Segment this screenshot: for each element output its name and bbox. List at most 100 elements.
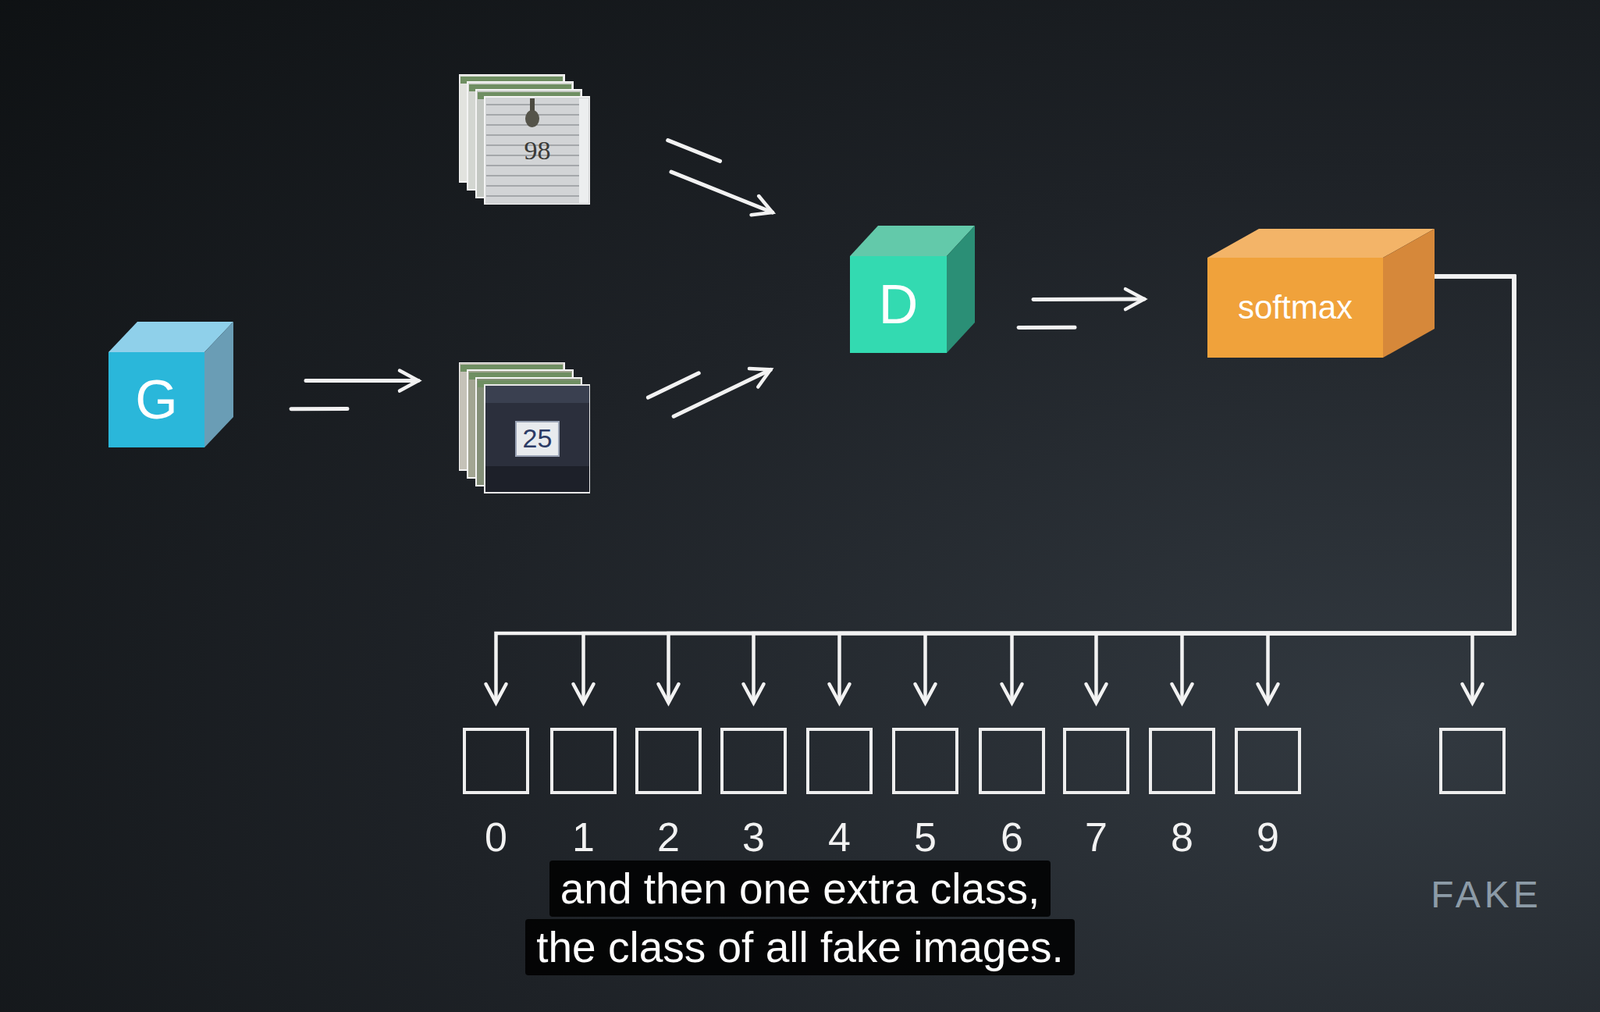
flow-arrow <box>668 140 773 216</box>
arrow-line <box>671 171 773 213</box>
arrow-head <box>1462 683 1483 703</box>
class-box-square <box>892 727 959 794</box>
class-number: 7 <box>1084 814 1108 860</box>
photo-label-area: 25 <box>484 384 591 493</box>
class-box-square <box>720 727 787 794</box>
arrow-head <box>915 683 936 703</box>
subtitle-caption: and then one extra class, the class of a… <box>525 860 1075 975</box>
class-box-square <box>978 727 1046 794</box>
cube-label-area: D <box>849 256 947 353</box>
real-image-stack: 98 <box>458 74 591 205</box>
class-box: 4 <box>806 727 873 868</box>
cube-side-face <box>1383 228 1435 358</box>
arrow-head <box>1125 288 1145 310</box>
arrow-head <box>658 683 680 703</box>
class-number: 6 <box>1000 814 1024 860</box>
caption-band: and then one extra class, the class of a… <box>0 859 1600 977</box>
class-box: 1 <box>550 727 617 868</box>
fake-label: FAKE <box>1426 874 1543 916</box>
cube-label-area: softmax <box>1207 257 1384 358</box>
class-box-square <box>1063 727 1130 794</box>
photo-shadow <box>485 465 590 492</box>
class-box: 6 <box>978 727 1046 868</box>
class-box-square <box>1148 727 1216 794</box>
cube-label-area: G <box>108 352 205 448</box>
arrow-head <box>749 368 771 387</box>
class-box: 0 <box>462 727 530 868</box>
flow-arrow <box>1018 288 1145 328</box>
photo-label-area: 98 <box>484 96 591 205</box>
cube-front-face <box>108 352 205 448</box>
motion-line <box>291 406 348 411</box>
flow-arrow <box>647 368 771 416</box>
class-number: 8 <box>1170 814 1194 860</box>
arrow-head <box>573 683 594 703</box>
arrow-line <box>1033 297 1145 302</box>
siding-line <box>486 164 589 167</box>
arrow-head <box>399 370 419 392</box>
class-number: 4 <box>828 814 851 860</box>
generator-cube: G <box>108 321 234 448</box>
class-label-area: 0 <box>443 814 549 860</box>
class-box: 3 <box>720 727 787 868</box>
class-box-square <box>462 727 530 794</box>
class-box: 7 <box>1063 727 1130 868</box>
siding-line <box>486 103 589 106</box>
class-box-square <box>806 727 873 794</box>
motion-line <box>668 140 721 162</box>
class-box-square <box>635 727 702 794</box>
arrow-head <box>1258 683 1279 703</box>
flow-arrow <box>291 370 419 409</box>
class-label-area: 7 <box>1043 814 1149 860</box>
arrow-head <box>751 195 773 215</box>
class-box-square <box>1234 727 1302 794</box>
house-number: 25 <box>515 420 561 456</box>
discriminator-cube: D <box>849 225 975 353</box>
class-label-area: 9 <box>1215 814 1321 860</box>
class-box: 8 <box>1148 727 1216 868</box>
lamp <box>525 110 540 128</box>
cube-front-face <box>849 256 947 353</box>
arrow-head <box>743 683 765 703</box>
siding-line <box>486 184 589 187</box>
motion-line <box>1018 325 1075 330</box>
class-number: 5 <box>913 814 937 860</box>
fake-box-square <box>1439 727 1506 794</box>
arrow-head <box>1172 683 1193 703</box>
class-label-area: 2 <box>615 814 722 860</box>
class-number: 9 <box>1256 814 1280 860</box>
arrow-head <box>486 683 507 703</box>
flow-arrow <box>1434 276 1515 703</box>
class-number: 2 <box>657 814 680 860</box>
fake-class-box: FAKE <box>1422 727 1547 923</box>
branch-line <box>1434 276 1515 703</box>
photo-front <box>484 384 591 493</box>
class-label-area: 6 <box>959 814 1065 860</box>
class-number: 0 <box>484 814 508 860</box>
siding-line <box>486 174 589 177</box>
class-box: 2 <box>635 727 702 868</box>
photo-highlight <box>485 385 590 403</box>
softmax-block: softmax <box>1207 228 1435 358</box>
block-label: G <box>135 369 178 431</box>
arrow-head <box>1086 683 1107 703</box>
class-label-area: 3 <box>700 814 807 860</box>
block-label: D <box>878 274 919 335</box>
arrow-head <box>829 683 850 703</box>
siding-line <box>486 195 589 197</box>
class-box: 5 <box>892 727 959 868</box>
house-number: 98 <box>524 135 552 165</box>
class-label-area: 5 <box>872 814 978 860</box>
siding-line <box>486 134 589 136</box>
motion-line <box>647 373 699 398</box>
block-label: softmax <box>1237 289 1353 326</box>
class-box: 9 <box>1234 727 1302 868</box>
class-number: 3 <box>742 814 765 860</box>
arrow-head <box>1002 683 1023 703</box>
arrow-line <box>305 378 419 383</box>
class-label-area: 8 <box>1129 814 1235 860</box>
siding-edge <box>579 98 589 203</box>
fake-label-area: FAKE <box>1422 874 1547 916</box>
fake-image-stack: 25 <box>458 362 591 494</box>
class-number: 1 <box>572 814 595 860</box>
